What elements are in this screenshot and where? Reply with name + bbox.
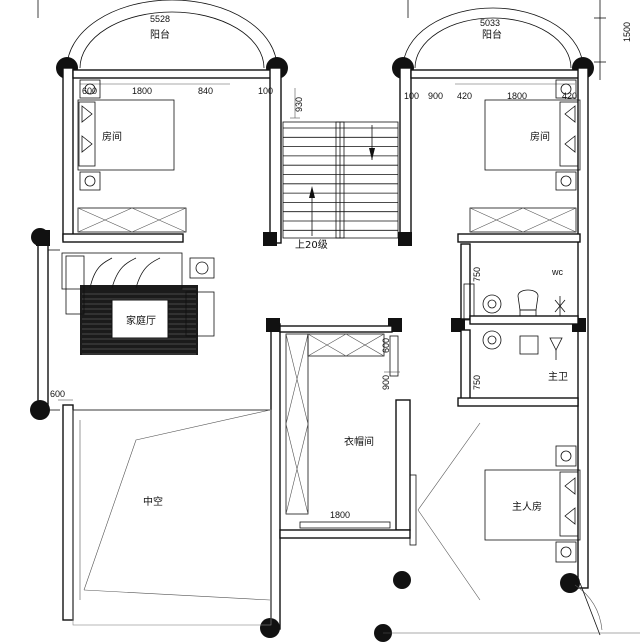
dim-900-closet: 900 [381, 375, 391, 390]
master-bedroom [417, 422, 581, 601]
master-bath-label: 主卫 [548, 371, 568, 383]
wc-area [457, 243, 579, 407]
family-hall-label: 家庭厅 [126, 314, 156, 327]
bottom-details [383, 582, 640, 636]
dim-750-a: 750 [472, 267, 482, 282]
balcony-left-dim: 5528 [150, 14, 170, 24]
dim-tl-1: 1800 [132, 86, 152, 96]
balcony-right-label: 阳台 [482, 28, 502, 41]
closet-area [279, 325, 417, 546]
dim-tr-4: 420 [562, 91, 577, 101]
top-dims-right: 100 900 420 1800 420 [404, 83, 577, 101]
dim-tl-0: 600 [82, 86, 97, 96]
void-label: 中空 [143, 495, 163, 508]
right-bedroom [457, 79, 581, 243]
dim-750-b: 750 [472, 375, 482, 390]
top-dims-left: 600 1800 840 100 [80, 83, 273, 96]
wc-label: wc [551, 267, 563, 277]
staircase [282, 88, 399, 239]
bedroom-right-label: 房间 [530, 130, 550, 143]
dim-side-1500: 1500 [622, 22, 632, 42]
balcony-left-label: 阳台 [150, 28, 170, 41]
dim-tl-3: 100 [258, 86, 273, 96]
dim-tr-3: 1800 [507, 91, 527, 101]
dim-tr-2: 420 [457, 91, 472, 101]
closet-label: 衣帽间 [344, 435, 374, 448]
dim-600-closet: 600 [381, 338, 391, 353]
dim-tl-2: 840 [198, 86, 213, 96]
dim-930: 930 [294, 97, 304, 112]
dim-tr-1: 900 [428, 91, 443, 101]
top-ticks [37, 0, 606, 80]
dim-tr-0: 100 [404, 91, 419, 101]
outer-walls [37, 67, 589, 630]
left-bedroom [62, 79, 187, 243]
left-balcony [56, 0, 288, 79]
bedroom-left-label: 房间 [102, 130, 122, 143]
balcony-right-dim: 5033 [480, 18, 500, 28]
family-hall [48, 249, 215, 411]
master-bedroom-label: 主人房 [512, 500, 542, 513]
void-area [58, 399, 272, 626]
closet-width-dim: 1800 [330, 510, 350, 520]
dim-600-left: 600 [50, 389, 65, 399]
stair-label: 上20级 [295, 239, 328, 251]
